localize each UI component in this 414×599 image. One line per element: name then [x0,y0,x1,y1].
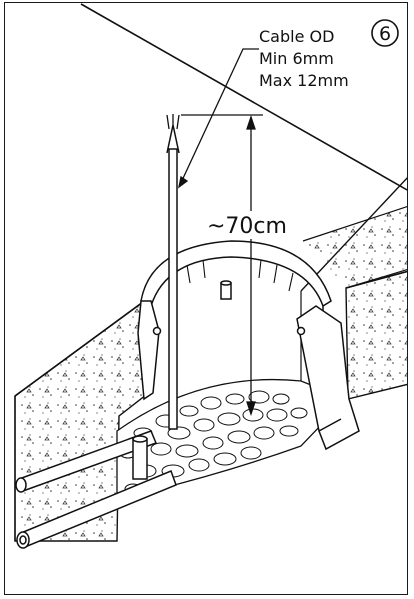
cable-min-label: Min 6mm [259,49,334,68]
installation-diagram: Cable OD Min 6mm Max 12mm 6 ~70cm [14,3,407,549]
soil-section-right [300,177,407,400]
depth-dimension [181,114,263,417]
chamber-ring [140,240,332,331]
soil-section-left [14,297,152,542]
chamber-wall-right [296,305,360,451]
conduit-pipes [15,430,177,549]
step-number: 6 [379,23,391,45]
diagram-frame: Cable OD Min 6mm Max 12mm 6 ~70cm [4,2,408,595]
step-badge: 6 [371,19,399,47]
cable-od-title: Cable OD [259,27,334,46]
cable-max-label: Max 12mm [259,71,349,90]
depth-label: ~70cm [207,214,287,239]
cable [166,114,180,430]
chamber-wall-left [137,300,162,401]
cable-leader [178,48,259,189]
